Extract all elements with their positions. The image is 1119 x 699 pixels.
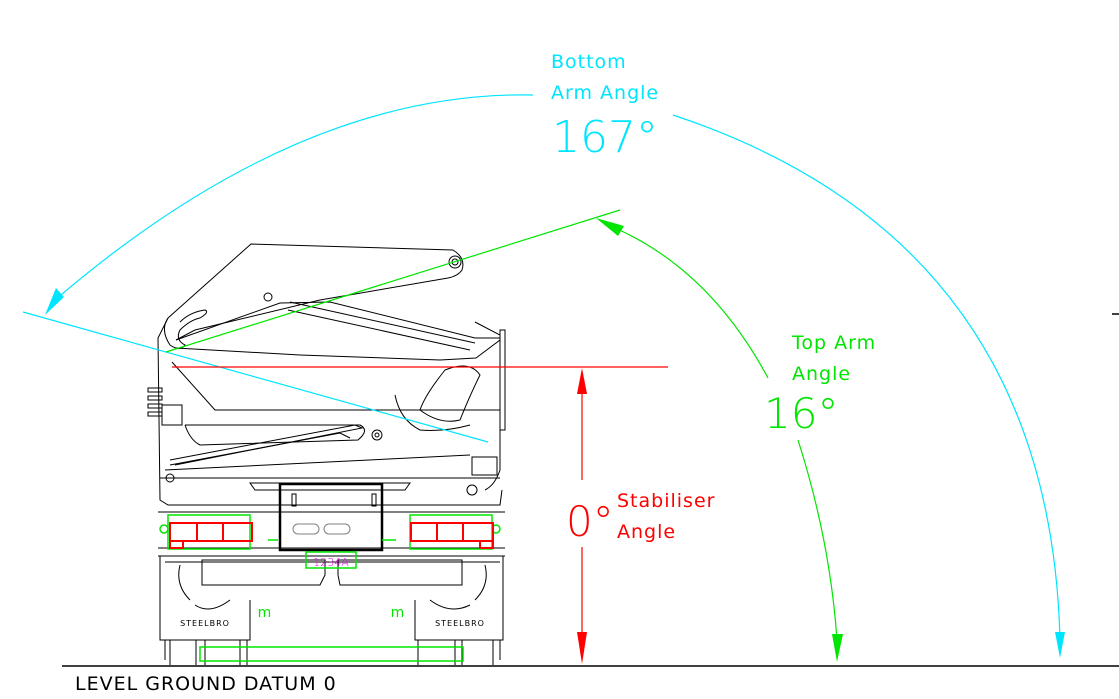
top-arm-arrowhead-upper (596, 218, 624, 236)
top-arm-pivot-pin (448, 255, 462, 269)
mudflap-right (337, 559, 463, 586)
left-frame (157, 317, 503, 506)
stabiliser-box-left-frame (167, 514, 251, 550)
top-arm-label-line2: Angle (792, 363, 851, 385)
bottom-arm-angle-value: 167° (552, 112, 658, 163)
marker-left: m (258, 605, 273, 621)
bottom-arm-arc-right (672, 114, 1061, 641)
number-plate: 1234A (313, 556, 349, 569)
control-slot-left (292, 523, 320, 535)
stabiliser-left (169, 522, 253, 542)
arm-hole (263, 292, 273, 302)
stabiliser-label-line1: Stabiliser (617, 490, 715, 512)
marker-right: m (391, 605, 406, 621)
lower-cylinder (169, 424, 364, 466)
cylinder-pin (371, 429, 383, 441)
bottom-arm-arrowhead-left (45, 288, 64, 315)
ground-datum-label: LEVEL GROUND DATUM 0 (75, 673, 337, 695)
brand-label-left: STEELBRO (180, 619, 230, 628)
chassis-green-accents (159, 514, 501, 662)
top-arm-arc-upper (614, 227, 769, 379)
stabiliser-angle-value: 0° (566, 497, 614, 546)
stabiliser-arrowhead-top (577, 368, 587, 394)
top-arm-angle-value: 16° (764, 389, 838, 438)
top-arm-arrowhead-lower (832, 634, 843, 662)
hook-left (164, 309, 208, 349)
bottom-arm-reference-line (22, 311, 489, 443)
right-plate (499, 329, 506, 431)
bottom-arm-label-line1: Bottom (551, 51, 627, 73)
stabiliser-red-boxes (169, 522, 494, 549)
stabiliser-right (410, 522, 494, 542)
top-arm-arc-lower (797, 439, 838, 641)
control-slot-right (323, 523, 351, 535)
wheel-right (414, 556, 504, 641)
bottom-arm-arc-left (54, 94, 534, 301)
stabiliser-arrowhead-bottom (577, 632, 587, 664)
boom-top (175, 301, 501, 361)
top-arm-label-line1: Top Arm (791, 332, 876, 354)
hook-right (419, 365, 481, 422)
top-arm-outline (167, 243, 464, 341)
lower-pin-left (165, 473, 175, 483)
crane-body (147, 243, 506, 665)
brand-label-right: STEELBRO (435, 619, 485, 628)
bottom-arm-label-line2: Arm Angle (551, 82, 659, 104)
bottom-arm-arrowhead-right (1055, 632, 1065, 658)
bumper-bar (199, 646, 464, 662)
plate-frame (305, 551, 357, 569)
control-box (278, 482, 384, 552)
lower-pin-right (466, 484, 478, 496)
stabiliser-label-line2: Angle (617, 521, 676, 543)
mudflap-left (201, 559, 326, 586)
top-arm-reference-line (165, 209, 621, 353)
